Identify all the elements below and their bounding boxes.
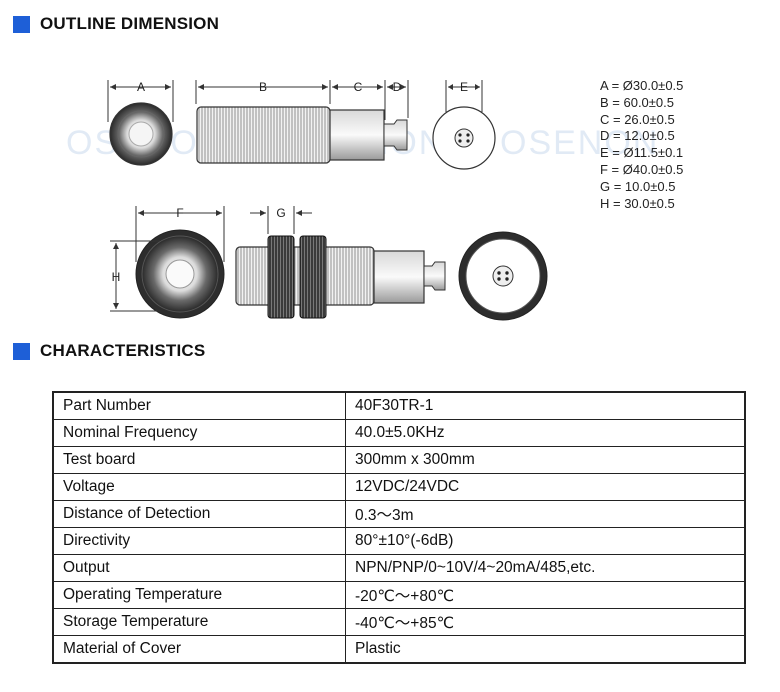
spec-value: 40F30TR-1 — [345, 391, 746, 420]
spec-label: Operating Temperature — [52, 581, 346, 609]
front-face-view — [109, 102, 173, 166]
spec-label: Output — [52, 554, 346, 582]
front-nut-view — [135, 229, 225, 319]
side-nut-view — [235, 235, 446, 319]
label-C: C — [354, 80, 363, 94]
spec-value: 0.3～3m — [345, 500, 746, 528]
table-row: Storage Temperature-40℃～+85℃ — [52, 608, 746, 636]
dimension-item: C = 26.0±0.5 — [600, 111, 675, 127]
label-H: H — [112, 270, 121, 284]
connector-nut-view — [458, 231, 548, 321]
spec-value: 40.0±5.0KHz — [345, 419, 746, 447]
dimension-item: F = Ø40.0±0.5 — [600, 161, 684, 177]
dimension-list: A = Ø30.0±0.5 B = 60.0±0.5 C = 26.0±0.5 … — [600, 78, 683, 212]
spec-value: 80°±10°(-6dB) — [345, 527, 746, 555]
side-body-view — [196, 106, 408, 164]
label-F: F — [176, 206, 183, 220]
blue-square-icon — [13, 15, 30, 33]
spec-label: Part Number — [52, 391, 346, 420]
characteristics-section-title: CHARACTERISTICS — [40, 341, 206, 360]
spec-value: 300mm x 300mm — [345, 446, 746, 474]
spec-value: -40℃～+85℃ — [345, 608, 746, 636]
dimension-item: D = 12.0±0.5 — [600, 128, 675, 144]
characteristics-section-header: CHARACTERISTICS — [13, 341, 205, 361]
blue-square-icon — [13, 342, 30, 360]
table-row: Operating Temperature-20℃～+80℃ — [52, 581, 746, 609]
spec-label: Storage Temperature — [52, 608, 346, 636]
label-D: D — [393, 80, 402, 94]
spec-value: -20℃～+80℃ — [345, 581, 746, 609]
label-B: B — [259, 80, 267, 94]
spec-label: Test board — [52, 446, 346, 474]
outline-drawing: A B C D E F H — [107, 80, 548, 321]
spec-value: NPN/PNP/0~10V/4~20mA/485,etc. — [345, 554, 746, 582]
dimension-item: A = Ø30.0±0.5 — [600, 78, 684, 93]
label-A: A — [137, 80, 145, 94]
connector-end-view — [432, 106, 496, 170]
outline-section-header: OUTLINE DIMENSION — [13, 14, 219, 34]
spec-label: Nominal Frequency — [52, 419, 346, 447]
dimension-item: E = Ø11.5±0.1 — [600, 145, 684, 161]
dimension-item: B = 60.0±0.5 — [600, 94, 674, 110]
outline-section-title: OUTLINE DIMENSION — [40, 14, 220, 33]
spec-value: Plastic — [345, 635, 746, 664]
spec-label: Distance of Detection — [52, 500, 346, 528]
spec-label: Directivity — [52, 527, 346, 555]
dimension-item: H = 30.0±0.5 — [600, 195, 675, 211]
watermark-3: OSENON — [500, 124, 660, 162]
spec-label: Material of Cover — [52, 635, 346, 664]
label-G: G — [276, 206, 285, 220]
label-E: E — [460, 80, 468, 94]
dimension-item: G = 10.0±0.5 — [600, 178, 676, 194]
spec-label: Voltage — [52, 473, 346, 501]
spec-value: 12VDC/24VDC — [345, 473, 746, 501]
